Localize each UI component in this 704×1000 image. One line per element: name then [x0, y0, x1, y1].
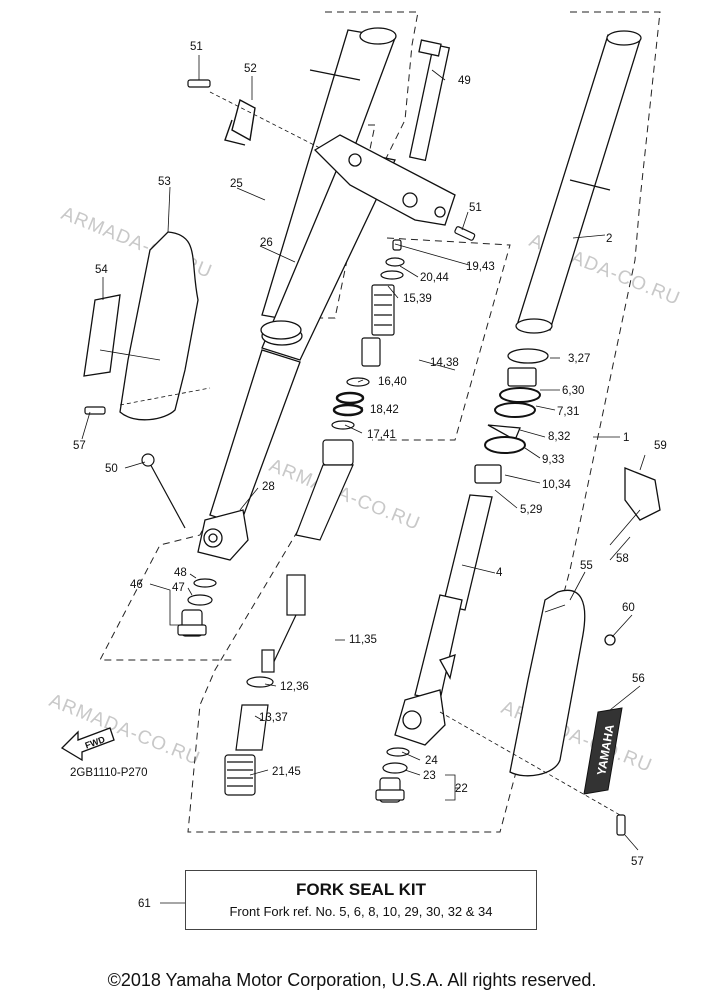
- fork-seal-kit-box: FORK SEAL KIT Front Fork ref. No. 5, 6, …: [185, 870, 537, 930]
- copyright-notice: ©2018 Yamaha Motor Corporation, U.S.A. A…: [107, 970, 597, 990]
- cable-guide: [224, 98, 256, 146]
- callout-20-44: 20,44: [420, 272, 449, 284]
- left-guard: [83, 231, 199, 421]
- callout-13-37: 13,37: [259, 712, 288, 724]
- callout-54: 54: [95, 264, 108, 276]
- callout-10-34: 10,34: [542, 479, 571, 491]
- outline-damper: [372, 237, 511, 441]
- callout-17-41: 17,41: [367, 429, 396, 441]
- callout-22: 22: [455, 783, 468, 795]
- callout-52: 52: [244, 63, 257, 75]
- bolts: [84, 79, 626, 836]
- callout-labels: 51 52 49 51 53 25 26 54 57 50 28 48 46 4…: [73, 41, 667, 910]
- callout-48: 48: [174, 567, 187, 579]
- callout-58: 58: [616, 553, 629, 565]
- fwd-arrow: FWD: [60, 727, 115, 762]
- callout-28: 28: [262, 481, 275, 493]
- callout-51a: 51: [190, 41, 203, 53]
- right-bottom-parts: [375, 747, 410, 803]
- callout-2: 2: [606, 233, 612, 245]
- kit-subtitle: Front Fork ref. No. 5, 6, 8, 10, 29, 30,…: [229, 904, 493, 919]
- callout-25: 25: [230, 178, 243, 190]
- callout-8-32: 8,32: [548, 431, 570, 443]
- callout-16-40: 16,40: [378, 376, 407, 388]
- callout-7-31: 7,31: [557, 406, 579, 418]
- triple-clamp: [313, 39, 456, 226]
- callout-5-29: 5,29: [520, 504, 542, 516]
- callout-1: 1: [623, 432, 629, 444]
- callout-23: 23: [423, 770, 436, 782]
- callout-4: 4: [496, 567, 503, 579]
- callout-3-27: 3,27: [568, 353, 590, 365]
- callout-9-33: 9,33: [542, 454, 564, 466]
- callout-19-43: 19,43: [466, 261, 495, 273]
- callout-11-35: 11,35: [349, 634, 377, 646]
- callout-51b: 51: [469, 202, 482, 214]
- callout-47: 47: [172, 582, 185, 594]
- callout-56: 56: [632, 673, 645, 685]
- yamaha-decal: YAMAHA: [583, 707, 623, 795]
- callout-60: 60: [622, 602, 635, 614]
- callout-46: 46: [130, 579, 143, 591]
- callout-21-45: 21,45: [272, 766, 301, 778]
- callout-15-39: 15,39: [403, 293, 432, 305]
- right-guard: [509, 467, 661, 777]
- callout-14-38: 14,38: [430, 357, 459, 369]
- callout-59: 59: [654, 440, 667, 452]
- damper-assembly: [224, 239, 405, 796]
- callout-50: 50: [105, 463, 118, 475]
- right-seal-stack: [442, 348, 549, 611]
- callout-57b: 57: [631, 856, 644, 868]
- left-bottom-parts: [177, 578, 217, 637]
- watermark-4: ARMADA-CO.RU: [46, 690, 203, 770]
- callout-6-30: 6,30: [562, 385, 584, 397]
- kit-title: FORK SEAL KIT: [295, 880, 427, 899]
- left-outer-tube: [209, 27, 397, 526]
- callout-57a: 57: [73, 440, 86, 452]
- outline-right-fork: [187, 11, 661, 833]
- left-axle-bracket: [197, 509, 249, 561]
- callout-55: 55: [580, 560, 593, 572]
- callout-49: 49: [458, 75, 471, 87]
- leader-lines: [81, 55, 646, 904]
- right-outer-tube: [394, 594, 463, 746]
- callout-24: 24: [425, 755, 438, 767]
- callout-53: 53: [158, 176, 171, 188]
- callout-26: 26: [260, 237, 273, 249]
- drawing-code: 2GB1110-P270: [70, 767, 148, 779]
- callout-61: 61: [138, 898, 151, 910]
- callout-18-42: 18,42: [370, 404, 399, 416]
- callout-12-36: 12,36: [280, 681, 309, 693]
- right-inner-tube: [515, 30, 642, 334]
